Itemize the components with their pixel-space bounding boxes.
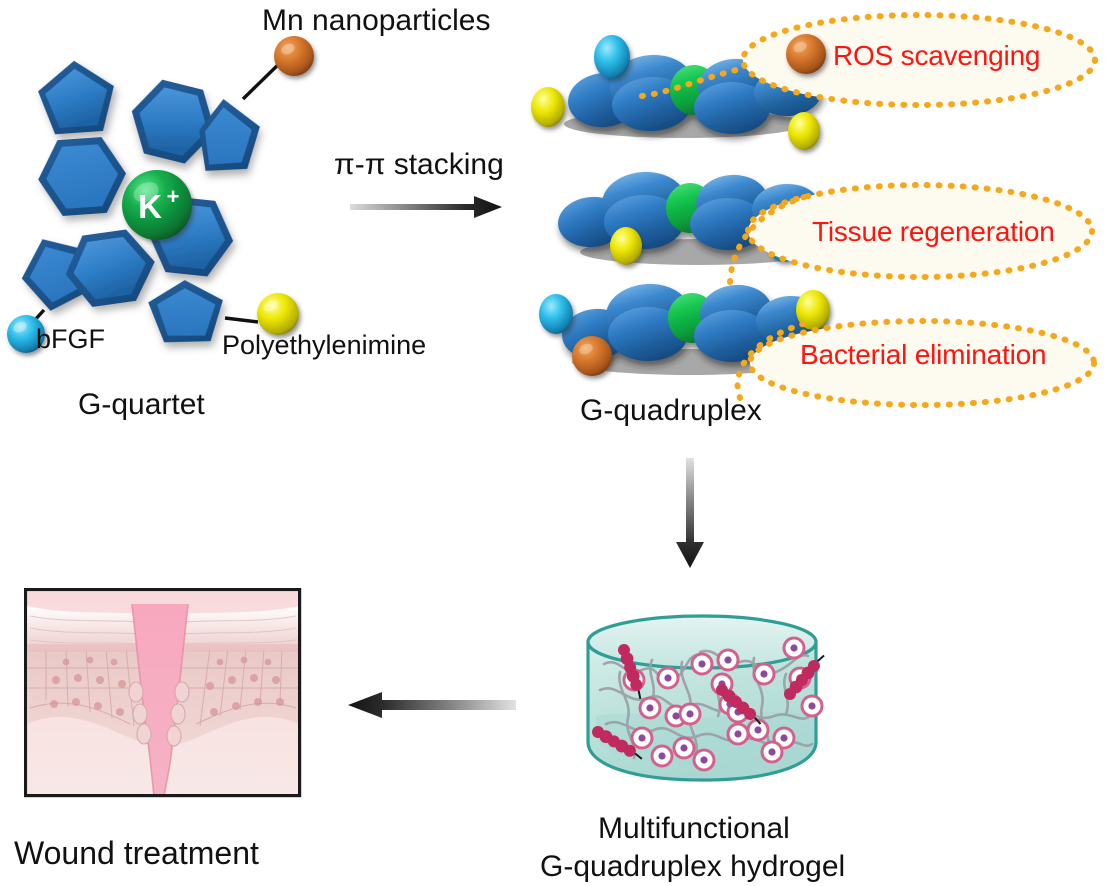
- callout-ros-scavenging: [740, 12, 1098, 108]
- quadruplex-row3-pei-sphere: [796, 290, 830, 330]
- hydrogel-bacteria: [592, 644, 825, 760]
- quadruplex-mn-sphere: [572, 336, 612, 376]
- callout-bacteria-text: Bacterial elimination: [800, 339, 1047, 370]
- bfgf-sphere: [7, 315, 45, 353]
- polyethylenimine-sphere: [257, 293, 299, 335]
- callout-ros-leader: [639, 65, 747, 99]
- callout-ros-text: ROS scavenging: [833, 40, 1041, 71]
- label-g-quadruplex: G-quadruplex: [580, 394, 762, 427]
- stacking-arrow: [350, 196, 502, 218]
- quadruplex-pei-sphere: [788, 112, 820, 150]
- potassium-ion-charge: +: [167, 184, 180, 209]
- callout-tissue-regeneration: [745, 182, 1095, 280]
- mn-connector-line: [241, 58, 285, 101]
- pei-connector-line: [224, 316, 259, 324]
- callout-tissue-leader: [727, 193, 811, 285]
- label-bfgf: bFGF: [36, 324, 106, 354]
- guanine-base: [147, 196, 234, 343]
- guanine-base: [21, 229, 155, 311]
- label-pi-pi-stacking: π-π stacking: [334, 148, 504, 181]
- label-wound-treatment: Wound treatment: [14, 835, 259, 871]
- callout-tissue-text: Tissue regeneration: [812, 216, 1055, 247]
- g-quadruplex-layer: [531, 35, 822, 138]
- callout-bacteria-leader: [734, 319, 813, 401]
- callout-bacterial-elimination: [747, 318, 1097, 408]
- application-arrow: [348, 692, 516, 718]
- wound-treatment-illustration: [24, 588, 302, 798]
- potassium-ion-symbol: K: [138, 188, 162, 225]
- guanine-base: [38, 60, 127, 216]
- hydrogel-cells: [622, 636, 824, 772]
- label-hydrogel-line2: G-quadruplex hydrogel: [540, 850, 846, 883]
- label-g-quartet: G-quartet: [78, 388, 205, 421]
- label-polyethylenimine: Polyethylenimine: [222, 330, 427, 360]
- label-mn-nanoparticles: Mn nanoparticles: [262, 4, 491, 37]
- potassium-ion: K +: [122, 170, 192, 240]
- mn-nanoparticle-sphere: [274, 36, 314, 76]
- guanine-base: [131, 79, 260, 171]
- g-quartet-diagram: K +: [21, 58, 285, 343]
- label-hydrogel-line1: Multifunctional: [598, 812, 790, 845]
- callout-ros-marker-sphere: [786, 34, 826, 74]
- gelation-arrow: [676, 458, 704, 568]
- hydrogel-illustration: [586, 614, 825, 782]
